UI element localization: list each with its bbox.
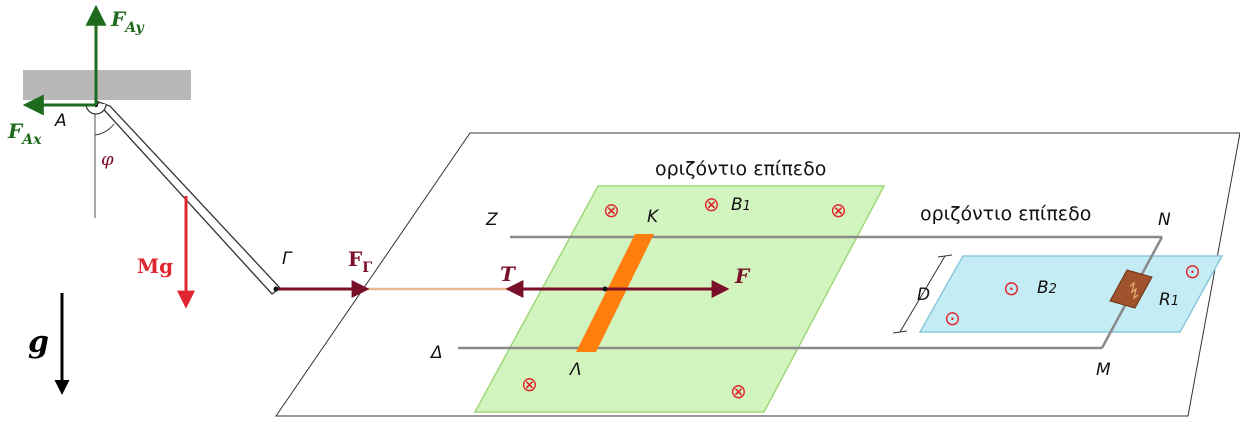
plane-title-center: οριζόντιο επίπεδο	[655, 158, 826, 180]
resistor-zigzag	[1129, 281, 1139, 300]
label-Gamma: Γ	[282, 249, 293, 269]
field-out-of-page-symbol: ⊙	[1003, 276, 1020, 300]
field-into-page-symbol: ⊗	[603, 198, 620, 222]
angle-arc-phi	[94, 123, 115, 136]
point-Gamma	[273, 286, 279, 292]
label-M: M	[1096, 360, 1111, 380]
label-Delta: Δ	[429, 343, 443, 363]
label-phi: φ	[101, 149, 114, 170]
resistor-R1	[1109, 269, 1153, 309]
field-out-of-page-symbol: ⊙	[1184, 259, 1201, 283]
label-T: T	[500, 262, 517, 286]
label-K: K	[647, 207, 660, 227]
label-FAx: FAx	[7, 119, 42, 148]
label-A: A	[54, 111, 67, 131]
hinged-rod	[95, 100, 281, 295]
label-B2: B2	[1037, 278, 1057, 298]
magnetic-field-region-B1	[473, 185, 886, 413]
ceiling-support	[23, 70, 191, 100]
sliding-rod-KL	[576, 234, 654, 352]
dimension-D	[899, 255, 946, 333]
label-F: F	[734, 264, 751, 288]
label-R1: R1	[1159, 290, 1179, 310]
dimension-D-tick-top	[937, 254, 953, 258]
field-out-of-page-symbol: ⊙	[944, 306, 961, 330]
label-Mg: Mg	[137, 254, 173, 278]
field-into-page-symbol: ⊗	[521, 372, 538, 396]
label-Z: Z	[485, 210, 498, 230]
label-FGamma: FΓ	[348, 247, 372, 276]
label-B1: B1	[731, 195, 751, 215]
label-D: D	[917, 285, 930, 305]
label-g: g	[28, 325, 49, 360]
rod-center-point	[602, 286, 608, 292]
field-into-page-symbol: ⊗	[703, 192, 720, 216]
plane-title-right: οριζόντιο επίπεδο	[920, 203, 1091, 225]
label-N: N	[1158, 210, 1171, 230]
horizontal-plane-outline	[275, 132, 1240, 417]
field-into-page-symbol: ⊗	[830, 198, 847, 222]
label-FAy: FAy	[110, 7, 144, 36]
dimension-D-tick-bottom	[892, 330, 908, 334]
field-into-page-symbol: ⊗	[730, 379, 747, 403]
label-Lambda: Λ	[568, 360, 582, 380]
